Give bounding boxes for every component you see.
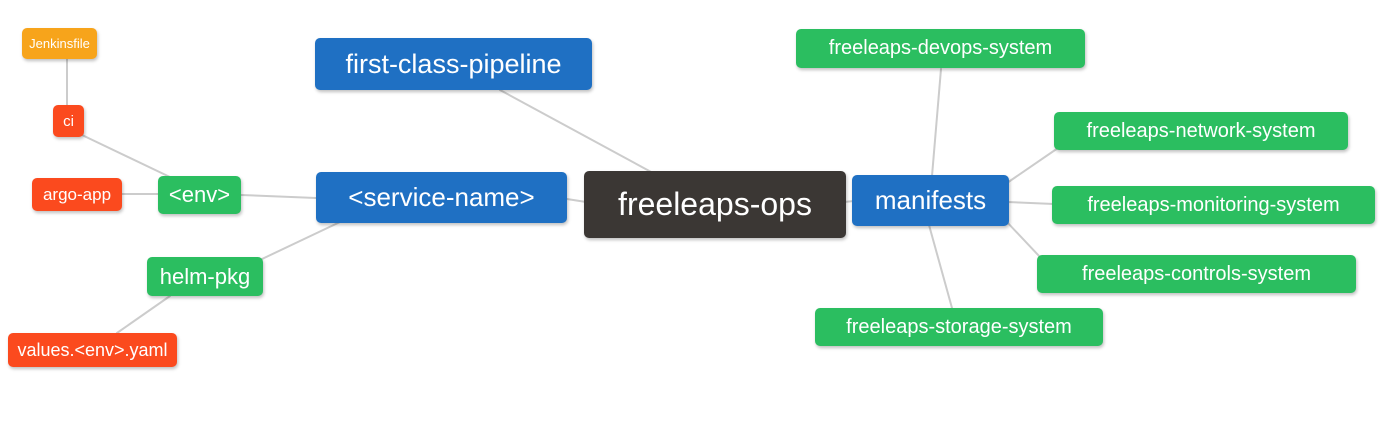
node-service-name[interactable]: <service-name>: [316, 172, 567, 223]
node-values-env-yaml[interactable]: values.<env>.yaml: [8, 333, 177, 367]
edge-helm-pkg-service-name: [261, 221, 341, 260]
node-freeleaps-devops-system[interactable]: freeleaps-devops-system: [796, 29, 1085, 68]
node-freeleaps-monitoring-system[interactable]: freeleaps-monitoring-system: [1052, 186, 1375, 224]
node-jenkinsfile[interactable]: Jenkinsfile: [22, 28, 97, 59]
node-ci[interactable]: ci: [53, 105, 84, 137]
edge-env-service-name: [240, 194, 317, 199]
edge-manifests-network-system: [1006, 147, 1059, 184]
edge-values-helm-pkg: [116, 295, 171, 334]
edge-ci-env: [81, 134, 173, 179]
edge-pipeline-freeleaps-ops: [499, 89, 654, 174]
edge-manifests-devops-system: [931, 68, 942, 177]
node-manifests[interactable]: manifests: [852, 175, 1009, 226]
node-freeleaps-network-system[interactable]: freeleaps-network-system: [1054, 112, 1348, 150]
node-argo-app[interactable]: argo-app: [32, 178, 122, 211]
edge-manifests-monitoring-system: [1006, 201, 1055, 205]
node-env[interactable]: <env>: [158, 176, 241, 214]
edge-service-name-freeleaps-ops: [566, 198, 587, 203]
node-helm-pkg[interactable]: helm-pkg: [147, 257, 263, 296]
edge-manifests-controls-system: [1005, 220, 1041, 258]
edge-manifests-storage-system: [928, 224, 953, 309]
node-freeleaps-ops-root[interactable]: freeleaps-ops: [584, 171, 846, 238]
node-freeleaps-controls-system[interactable]: freeleaps-controls-system: [1037, 255, 1356, 293]
node-freeleaps-storage-system[interactable]: freeleaps-storage-system: [815, 308, 1103, 346]
node-first-class-pipeline[interactable]: first-class-pipeline: [315, 38, 592, 90]
